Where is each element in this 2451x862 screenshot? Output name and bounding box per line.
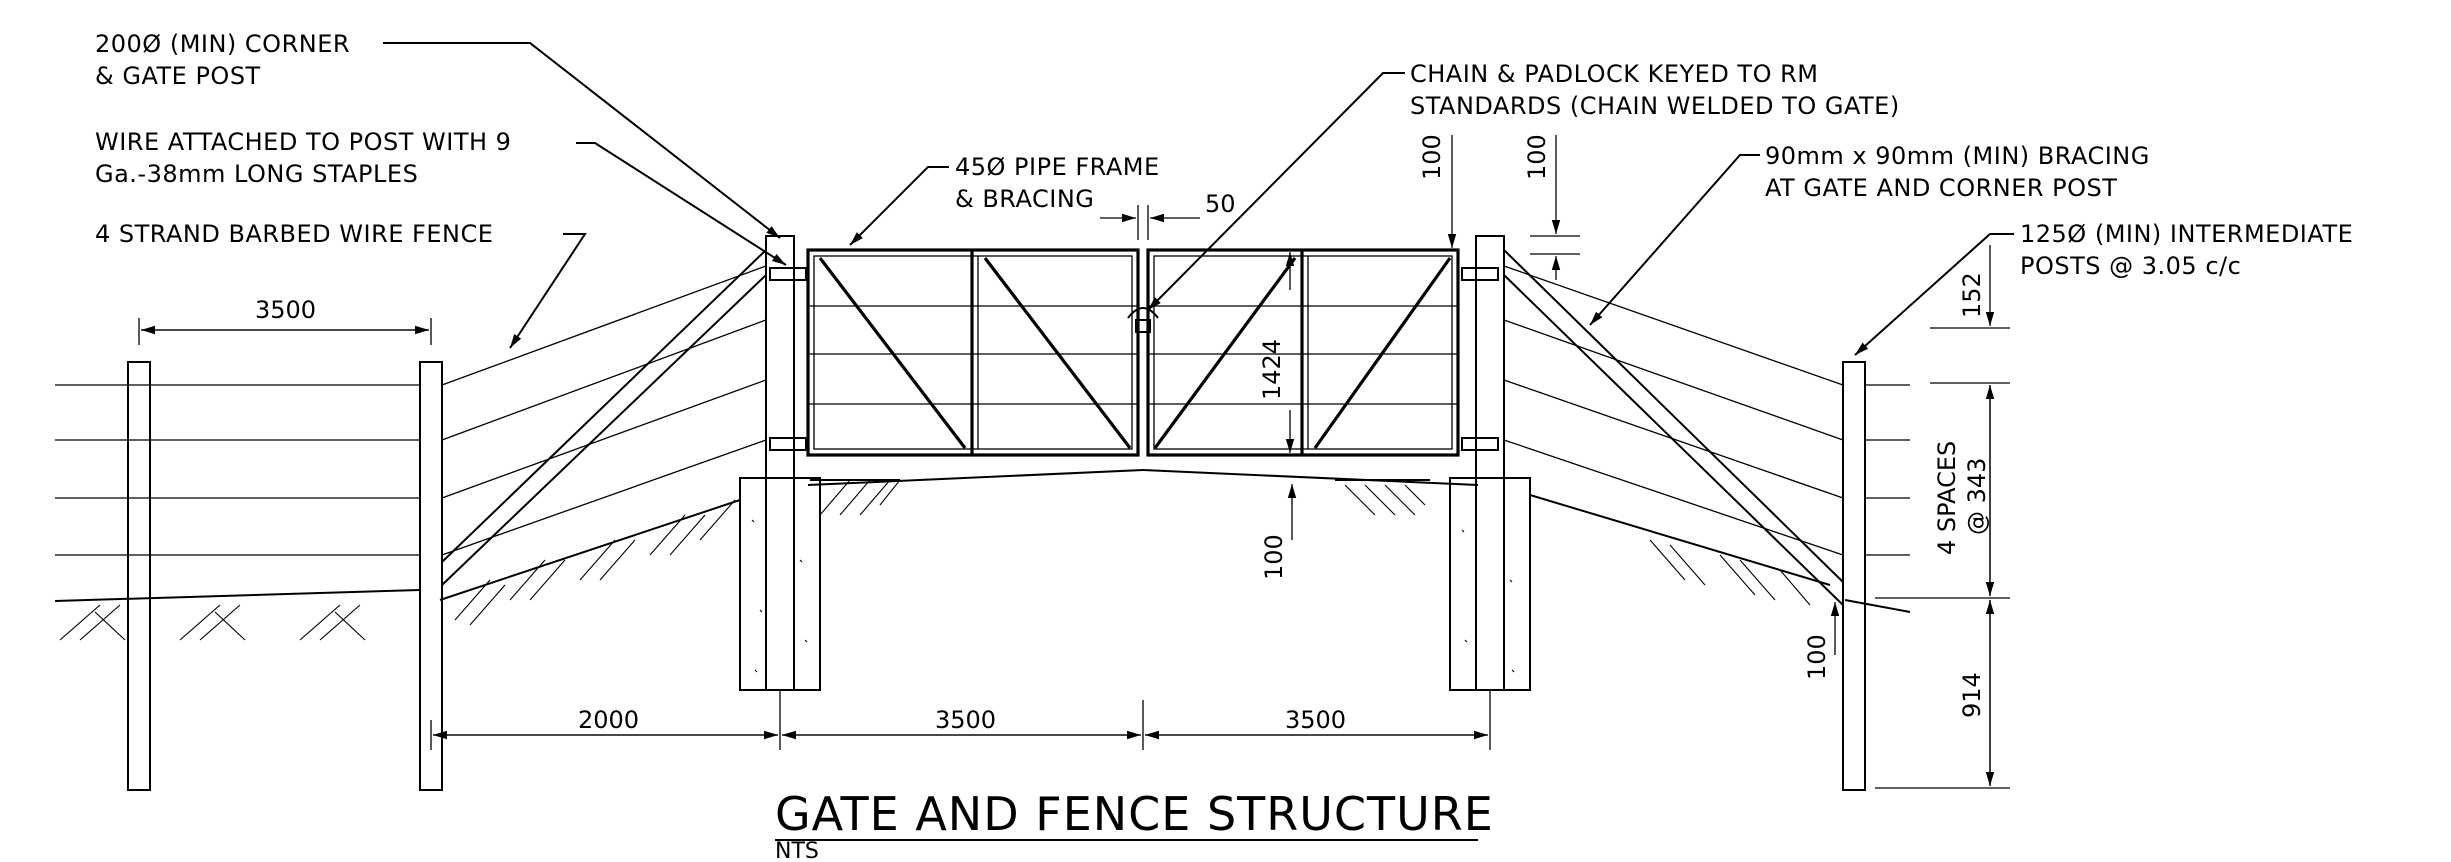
wire-label-1: WIRE ATTACHED TO POST WITH 9 [95, 128, 511, 156]
dim-152: 152 [1958, 272, 1986, 318]
padlock [1127, 307, 1159, 333]
wire-label-2: Ga.-38mm LONG STAPLES [95, 160, 418, 188]
dimensions [138, 135, 2010, 789]
dim-914: 914 [1958, 672, 1986, 718]
dim-spaces-2: @ 343 [1963, 458, 1991, 535]
dim-3500-right: 3500 [1285, 706, 1346, 734]
pipe-label-2: & BRACING [955, 185, 1094, 213]
dim-spaces-1: 4 SPACES [1933, 441, 1961, 555]
footing-right [1449, 477, 1531, 691]
dim-100-d: 100 [1803, 634, 1831, 680]
intermediate-post-right [1842, 361, 1866, 791]
barbed-wires [55, 265, 1910, 556]
corner-post-label-1: 200Ø (MIN) CORNER [95, 30, 350, 58]
dim-100-b: 100 [1523, 134, 1551, 180]
drawing-subtitle: NTS [775, 839, 819, 862]
dim-1424: 1424 [1258, 339, 1286, 400]
drawing-title: GATE AND FENCE STRUCTURE [775, 787, 1494, 841]
dim-2000: 2000 [578, 706, 639, 734]
footing-left [739, 477, 821, 691]
bracing-label-1: 90mm x 90mm (MIN) BRACING [1765, 142, 2150, 170]
chain-label-2: STANDARDS (CHAIN WELDED TO GATE) [1410, 92, 1900, 120]
leaders [383, 42, 2014, 356]
dimension-text: 3500 50 100 100 152 1424 4 SPACES @ 343 … [255, 134, 1991, 734]
gate-post-right [1475, 235, 1505, 691]
gate-post-left [765, 235, 795, 691]
intermediate-label-1: 125Ø (MIN) INTERMEDIATE [2020, 220, 2353, 248]
bracing-label-2: AT GATE AND CORNER POST [1765, 174, 2117, 202]
gate [769, 248, 1499, 486]
dim-3500-mid: 3500 [935, 706, 996, 734]
dim-3500-top: 3500 [255, 296, 316, 324]
ground-hatching [54, 479, 1911, 641]
dim-50: 50 [1205, 190, 1236, 218]
intermediate-post-left [127, 361, 151, 791]
dim-100-c: 100 [1260, 534, 1288, 580]
intermediate-label-2: POSTS @ 3.05 c/c [2020, 252, 2241, 280]
chain-label-1: CHAIN & PADLOCK KEYED TO RM [1410, 60, 1819, 88]
dim-100-a: 100 [1418, 134, 1446, 180]
pipe-label-1: 45Ø PIPE FRAME [955, 153, 1160, 181]
fence-posts [127, 235, 1866, 791]
line-post [419, 361, 443, 791]
corner-post-label-2: & GATE POST [95, 62, 261, 90]
notes: 200Ø (MIN) CORNER & GATE POST WIRE ATTAC… [95, 30, 2353, 280]
barbed-label: 4 STRAND BARBED WIRE FENCE [95, 220, 493, 248]
bracing [441, 249, 1844, 606]
